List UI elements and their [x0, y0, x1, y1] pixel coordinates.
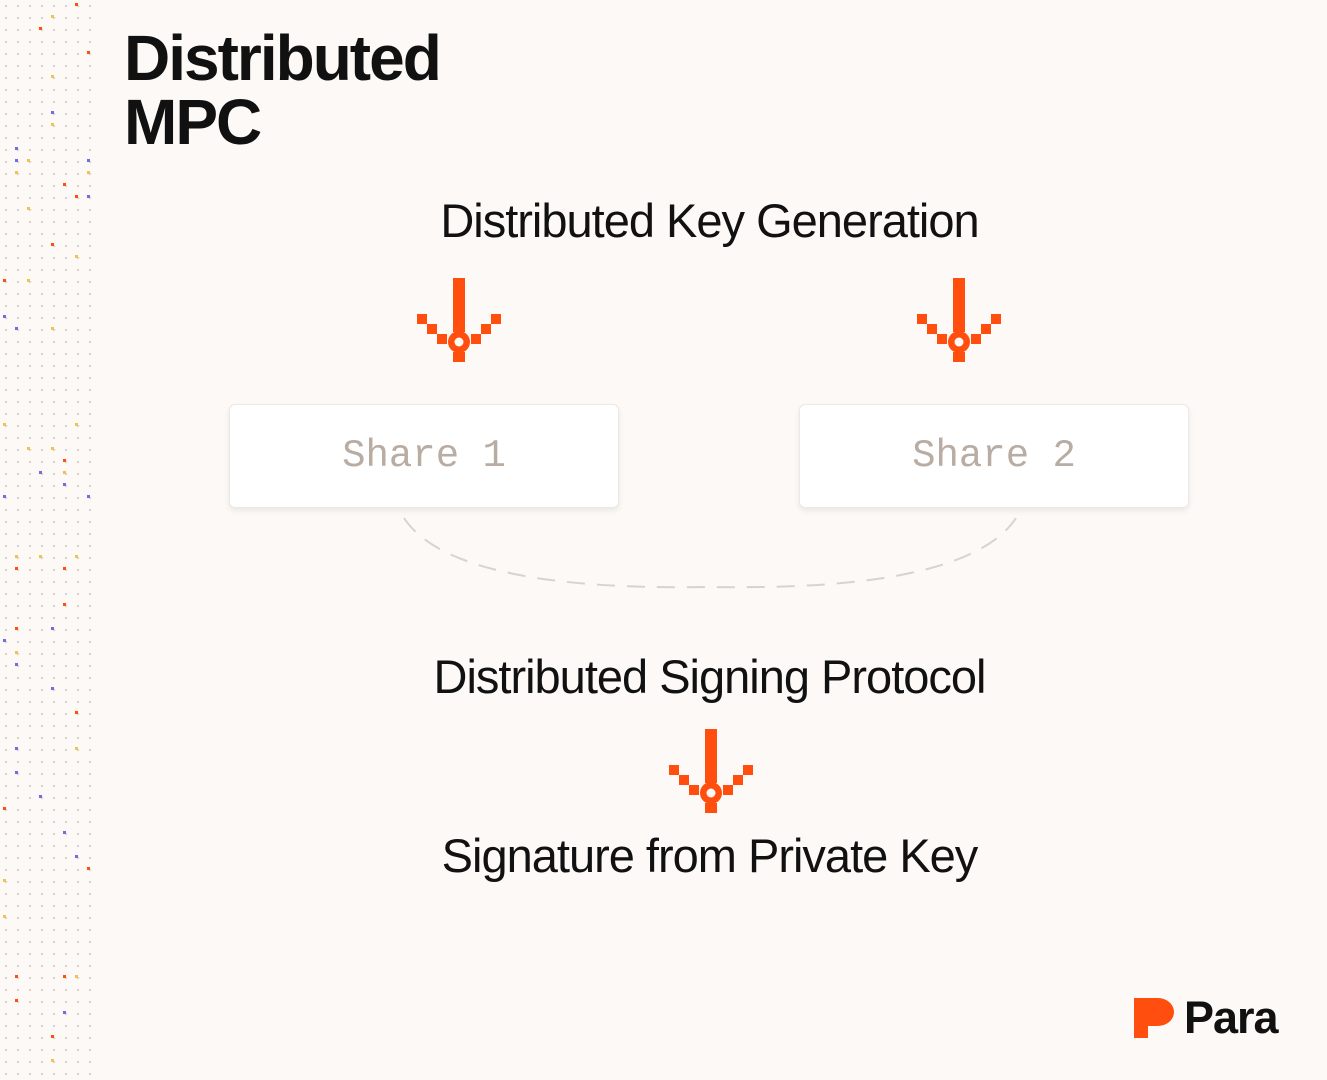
- decorative-pixel: [39, 795, 42, 798]
- decorative-pixel: [15, 651, 18, 654]
- decorative-pixel: [63, 975, 66, 978]
- down-arrow-icon: [669, 729, 753, 813]
- decorative-pixel: [75, 423, 78, 426]
- share-1-label: Share 1: [342, 434, 506, 478]
- title-line-1: Distributed: [124, 22, 442, 94]
- decorative-pixel: [87, 159, 90, 162]
- decorative-pixel: [3, 807, 6, 810]
- down-arrow-icon: [417, 278, 501, 362]
- decorative-pixel: [51, 687, 54, 690]
- decorative-pixel: [3, 639, 6, 642]
- decorative-pixel: [15, 663, 18, 666]
- decorative-pixel: [39, 471, 42, 474]
- para-logo: Para: [1134, 992, 1279, 1043]
- decorative-pixel: [15, 159, 18, 162]
- decorative-pixel: [51, 447, 54, 450]
- decorative-pixel: [87, 51, 90, 54]
- brand-name: Para: [1184, 992, 1279, 1043]
- decorative-pixel: [63, 831, 66, 834]
- decorative-pixel: [51, 327, 54, 330]
- decorative-pixel: [15, 327, 18, 330]
- page-title: Distributed MPC: [124, 22, 442, 158]
- decorative-pixel: [75, 555, 78, 558]
- decorative-pixel: [15, 171, 18, 174]
- decorative-pixel: [3, 915, 6, 918]
- signing-protocol-label: Distributed Signing Protocol: [433, 650, 987, 703]
- decorative-pixel: [75, 195, 78, 198]
- decorative-pixel: [27, 447, 30, 450]
- share-2-label: Share 2: [912, 434, 1076, 478]
- signature-label: Signature from Private Key: [441, 829, 979, 882]
- decorative-pixel: [15, 747, 18, 750]
- decorative-pixel: [63, 567, 66, 570]
- decorative-pixel: [87, 495, 90, 498]
- decorative-pixel: [15, 999, 18, 1002]
- decorative-pixel: [75, 975, 78, 978]
- title-line-2: MPC: [124, 86, 262, 158]
- decorative-pixel: [51, 111, 54, 114]
- decorative-pixel: [75, 3, 78, 6]
- decorative-pixel: [51, 75, 54, 78]
- decorative-pixel: [39, 27, 42, 30]
- decorative-pixel: [27, 159, 30, 162]
- decorative-pixel: [87, 195, 90, 198]
- para-logo-icon: [1134, 998, 1174, 1038]
- share-1-box: Share 1: [229, 404, 619, 508]
- decorative-pixel: [75, 747, 78, 750]
- decorative-pixel: [15, 975, 18, 978]
- share-connector-curve: [403, 517, 1017, 589]
- decorative-pixel: [3, 315, 6, 318]
- decorative-pixel: [75, 255, 78, 258]
- decorative-pixel: [3, 495, 6, 498]
- decorative-pixel-pattern: [3, 3, 90, 1062]
- decorative-pixel: [87, 867, 90, 870]
- decorative-pixel: [3, 423, 6, 426]
- decorative-pixel: [15, 555, 18, 558]
- decorative-pixel: [51, 627, 54, 630]
- decorative-pixel: [15, 147, 18, 150]
- decorative-pixel: [27, 207, 30, 210]
- decorative-pixel: [3, 279, 6, 282]
- decorative-pixel: [63, 471, 66, 474]
- decorative-pixel: [63, 183, 66, 186]
- down-arrow-icon: [917, 278, 1001, 362]
- decorative-pixel: [63, 459, 66, 462]
- share-2-box: Share 2: [799, 404, 1189, 508]
- decorative-pixel: [51, 243, 54, 246]
- decorative-pixel: [51, 15, 54, 18]
- decorative-pixel: [75, 711, 78, 714]
- decorative-pixel: [27, 279, 30, 282]
- decorative-pixel: [51, 123, 54, 126]
- decorative-pixel: [87, 171, 90, 174]
- decorative-pixel: [15, 567, 18, 570]
- decorative-pixel: [39, 555, 42, 558]
- decorative-pixel: [63, 603, 66, 606]
- decorative-pixel: [15, 771, 18, 774]
- decorative-pixel: [15, 627, 18, 630]
- key-generation-label: Distributed Key Generation: [440, 194, 979, 247]
- decorative-dot-grid: [0, 0, 96, 1080]
- decorative-pixel: [63, 483, 66, 486]
- decorative-pixel: [63, 1011, 66, 1014]
- decorative-pixel: [75, 855, 78, 858]
- decorative-pixel: [51, 1059, 54, 1062]
- decorative-pixel: [51, 1035, 54, 1038]
- decorative-pixel: [3, 879, 6, 882]
